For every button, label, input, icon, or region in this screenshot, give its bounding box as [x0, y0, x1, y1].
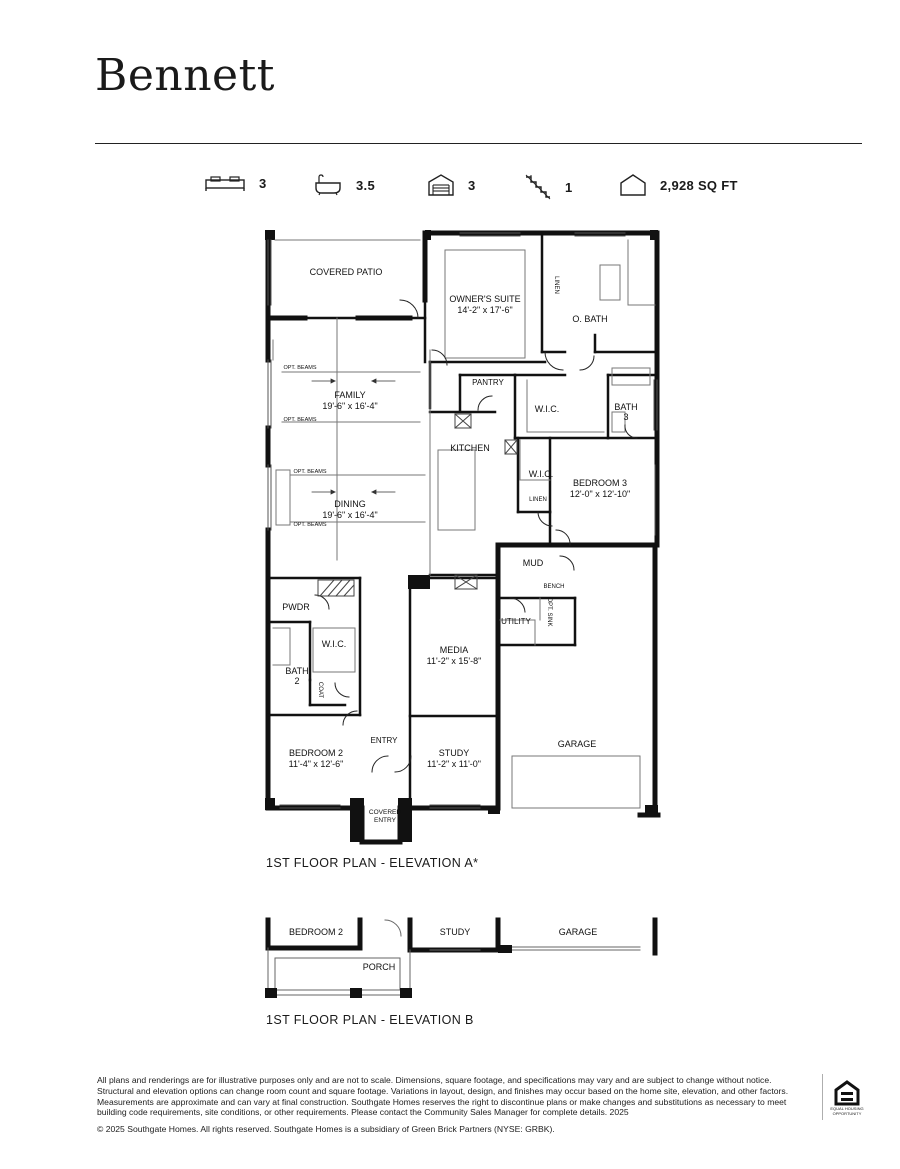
- bed-icon: [205, 176, 245, 191]
- label-mud: MUD: [523, 558, 544, 568]
- label-coat: COAT: [317, 682, 323, 699]
- stories-value: 1: [565, 179, 573, 195]
- house-icon: [620, 174, 646, 196]
- dim-media: 11'-2" x 15'-8": [427, 656, 482, 666]
- dim-study: 11'-2" x 11'-0": [427, 759, 481, 769]
- label-opt-sink: OPT. SINK: [546, 597, 552, 626]
- label-kitchen: KITCHEN: [450, 443, 490, 453]
- label-pantry: PANTRY: [472, 378, 504, 387]
- bathtub-icon: [315, 174, 341, 196]
- dim-dining: 19'-6" x 16'-4": [322, 510, 377, 520]
- label-covered-entry-2: ENTRY: [374, 817, 397, 824]
- label-utility: UTILITY: [501, 617, 531, 626]
- label-opt-beams-1: OPT. BEAMS: [283, 365, 316, 371]
- copyright-text: © 2025 Southgate Homes. All rights reser…: [97, 1124, 555, 1134]
- baths-value: 3.5: [356, 177, 375, 193]
- plan-stats: 3 3.5 3 1 2,928 SQ FT: [200, 174, 760, 204]
- caption-elevation-b: 1ST FLOOR PLAN - ELEVATION B: [266, 1013, 474, 1027]
- caption-elevation-a: 1ST FLOOR PLAN - ELEVATION A*: [266, 856, 479, 870]
- label-wic-bed2: W.I.C.: [322, 639, 347, 649]
- label-linen-2: LINEN: [529, 497, 547, 503]
- stat-beds: 3: [205, 174, 267, 192]
- room-labels: COVERED PATIO OWNER'S SUITE 14'-2" x 17'…: [282, 267, 637, 972]
- stat-baths: 3.5: [314, 174, 375, 196]
- label-opt-beams-4: OPT. BEAMS: [293, 522, 326, 528]
- label-o-bath: O. BATH: [572, 314, 607, 324]
- dim-family: 19'-6" x 16'-4": [322, 401, 377, 411]
- dim-bedroom3: 12'-0" x 12'-10": [570, 489, 630, 499]
- sqft-value: 2,928 SQ FT: [660, 177, 738, 193]
- label-porch: PORCH: [363, 962, 396, 972]
- label-bath3-num: 3: [623, 412, 628, 422]
- equal-housing-text: EQUAL HOUSING OPPORTUNITY: [830, 1106, 864, 1116]
- label-study: STUDY: [439, 748, 470, 758]
- garage-icon: [428, 174, 454, 196]
- stat-stories: 1: [525, 174, 573, 200]
- label-covered-entry-1: COVERED: [369, 809, 401, 816]
- label-bedroom3: BEDROOM 3: [573, 478, 627, 488]
- label-linen-1: LINEN: [553, 276, 559, 294]
- garage-value: 3: [468, 177, 476, 193]
- disclaimer-text: All plans and renderings are for illustr…: [97, 1075, 789, 1118]
- label-opt-beams-3: OPT. BEAMS: [293, 469, 326, 475]
- dim-owners-suite: 14'-2" x 17'-6": [457, 305, 512, 315]
- label-bath2-num: 2: [294, 676, 299, 686]
- stat-garage: 3: [428, 174, 476, 196]
- label-bedroom2: BEDROOM 2: [289, 748, 343, 758]
- label-garage: GARAGE: [558, 739, 597, 749]
- label-covered-patio: COVERED PATIO: [310, 267, 383, 277]
- label-media: MEDIA: [440, 645, 469, 655]
- label-bedroom2-b: BEDROOM 2: [289, 927, 343, 937]
- label-dining: DINING: [334, 499, 366, 509]
- label-owners-suite: OWNER'S SUITE: [449, 294, 520, 304]
- label-opt-beams-2: OPT. BEAMS: [283, 417, 316, 423]
- label-wic-bed3: W.I.C.: [529, 469, 554, 479]
- plan-walls: [265, 230, 661, 998]
- stairs-icon: [525, 174, 551, 200]
- label-family: FAMILY: [334, 390, 365, 400]
- label-bath3: BATH: [614, 402, 637, 412]
- dim-bedroom2: 11'-4" x 12'-6": [289, 759, 344, 769]
- label-bench: BENCH: [543, 584, 564, 590]
- label-study-b: STUDY: [440, 927, 471, 937]
- title-divider: [95, 143, 862, 144]
- beds-value: 3: [259, 175, 267, 191]
- label-garage-b: GARAGE: [559, 927, 598, 937]
- label-bath2: BATH: [285, 666, 308, 676]
- stat-sqft: 2,928 SQ FT: [620, 174, 738, 196]
- label-pwdr: PWDR: [282, 602, 310, 612]
- plan-title: Bennett: [95, 50, 275, 101]
- label-entry: ENTRY: [371, 736, 399, 745]
- equal-housing-logo: [822, 1074, 860, 1120]
- label-wic-owner: W.I.C.: [535, 404, 560, 414]
